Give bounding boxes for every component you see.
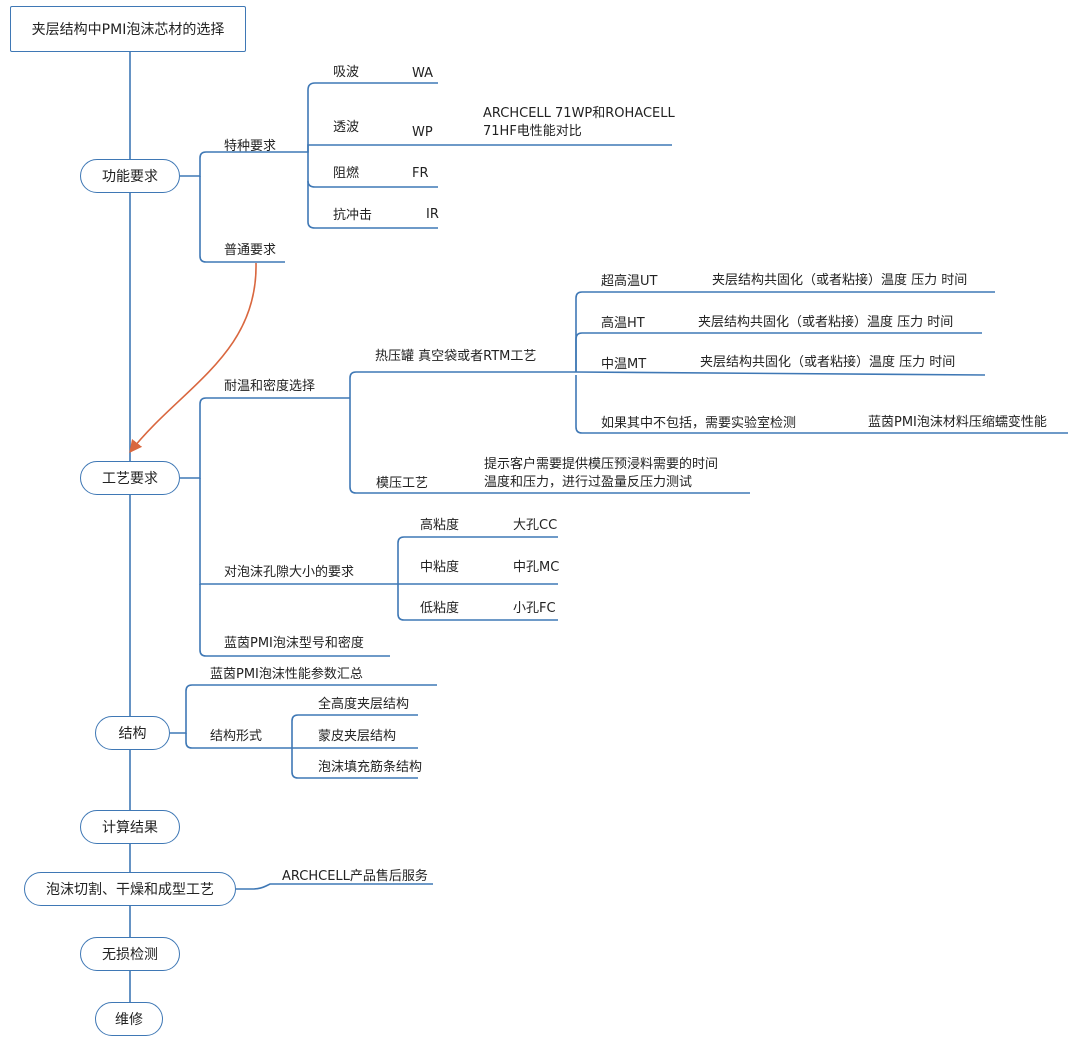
connector-model [199,584,390,657]
wp-note-line-2: 71HF电性能对比 [483,124,582,139]
label-general[interactable]: 普通要求 [224,243,277,258]
node-repair-label: 维修 [115,1012,143,1028]
node-ndt[interactable]: 无损检测 [80,937,180,971]
note-lab-test: 蓝茵PMI泡沫材料压缩蠕变性能 [868,415,1047,430]
label-temp-density[interactable]: 耐温和密度选择 [224,379,316,394]
cell-low-visc: 小孔FC [513,601,556,616]
label-form-2[interactable]: 蒙皮夹层结构 [318,729,397,744]
connector-summary [170,684,437,734]
node-functional-label: 功能要求 [102,169,158,185]
node-structure-label: 结构 [118,726,147,742]
connector-form-1 [291,714,418,748]
connector-low-visc [397,584,558,621]
label-mt[interactable]: 中温MT [601,357,647,372]
label-form-3[interactable]: 泡沫填充筋条结构 [318,760,423,775]
connector-ir [307,181,438,229]
label-special[interactable]: 特种要求 [224,139,277,154]
connector-ht [575,332,982,372]
label-high-visc[interactable]: 高粘度 [420,518,460,533]
connector-mt [575,371,986,376]
wp-note-line-1: ARCHCELL 71WP和ROHACELL [483,106,675,121]
node-process[interactable]: 工艺要求 [80,461,180,495]
connector-molding [349,398,750,494]
label-form-1[interactable]: 全高度夹层结构 [318,697,410,712]
node-process-label: 工艺要求 [102,471,158,487]
label-ht[interactable]: 高温HT [601,316,645,331]
root-label: 夹层结构中PMI泡沫芯材的选择 [31,22,225,38]
note-mt: 夹层结构共固化（或者粘接）温度 压力 时间 [700,355,956,370]
connector-general [199,176,285,263]
node-repair[interactable]: 维修 [95,1002,163,1036]
label-low-visc[interactable]: 低粘度 [420,601,460,616]
node-ndt-label: 无损检测 [102,947,158,963]
note-ht: 夹层结构共固化（或者粘接）温度 压力 时间 [698,315,954,330]
code-ir: IR [426,207,439,222]
label-ir[interactable]: 抗冲击 [333,208,373,223]
connector-cutting [236,883,433,890]
code-wa: WA [412,66,434,81]
molding-note-line-1: 提示客户需要提供模压预浸料需要的时间 [484,457,719,472]
label-fr[interactable]: 阻燃 [333,166,360,181]
connector-wp [307,144,672,152]
node-cutting-label: 泡沫切割、干燥和成型工艺 [46,882,214,898]
connector-wa [285,82,438,153]
code-fr: FR [412,166,429,181]
connector-functional [180,151,285,177]
cell-mid-visc: 中孔MC [513,560,560,575]
label-ut[interactable]: 超高温UT [601,274,658,289]
root-node[interactable]: 夹层结构中PMI泡沫芯材的选择 [10,6,246,52]
connector-temp-density [180,397,350,479]
cell-high-visc: 大孔CC [513,518,558,533]
label-summary[interactable]: 蓝茵PMI泡沫性能参数汇总 [210,667,363,682]
label-pore[interactable]: 对泡沫孔隙大小的要求 [224,565,355,580]
node-structure[interactable]: 结构 [95,716,170,750]
connector-high-visc [395,536,558,585]
code-wp: WP [412,125,433,140]
label-mid-visc[interactable]: 中粘度 [420,560,460,575]
molding-note-line-2: 温度和压力，进行过盈量反压力测试 [484,475,693,490]
note-ut: 夹层结构共固化（或者粘接）温度 压力 时间 [712,273,968,288]
label-model[interactable]: 蓝茵PMI泡沫型号和密度 [224,636,364,651]
node-calc-label: 计算结果 [102,820,158,836]
label-cutting-note[interactable]: ARCHCELL产品售后服务 [282,869,428,884]
node-functional[interactable]: 功能要求 [80,159,180,193]
connector-autoclave [349,371,576,398]
label-lab-test[interactable]: 如果其中不包括，需要实验室检测 [601,416,797,431]
connector-lab [575,375,1068,434]
general-to-process-arrow [129,262,257,454]
label-wp[interactable]: 透波 [333,120,360,135]
label-molding[interactable]: 模压工艺 [376,476,429,491]
label-wa[interactable]: 吸波 [333,65,360,80]
node-calc[interactable]: 计算结果 [80,810,180,844]
connector-form-3 [291,748,418,779]
connector-form [185,733,292,749]
label-autoclave[interactable]: 热压罐 真空袋或者RTM工艺 [375,349,537,364]
node-cutting[interactable]: 泡沫切割、干燥和成型工艺 [24,872,236,906]
label-form[interactable]: 结构形式 [210,729,263,744]
connector-ut [575,291,995,372]
